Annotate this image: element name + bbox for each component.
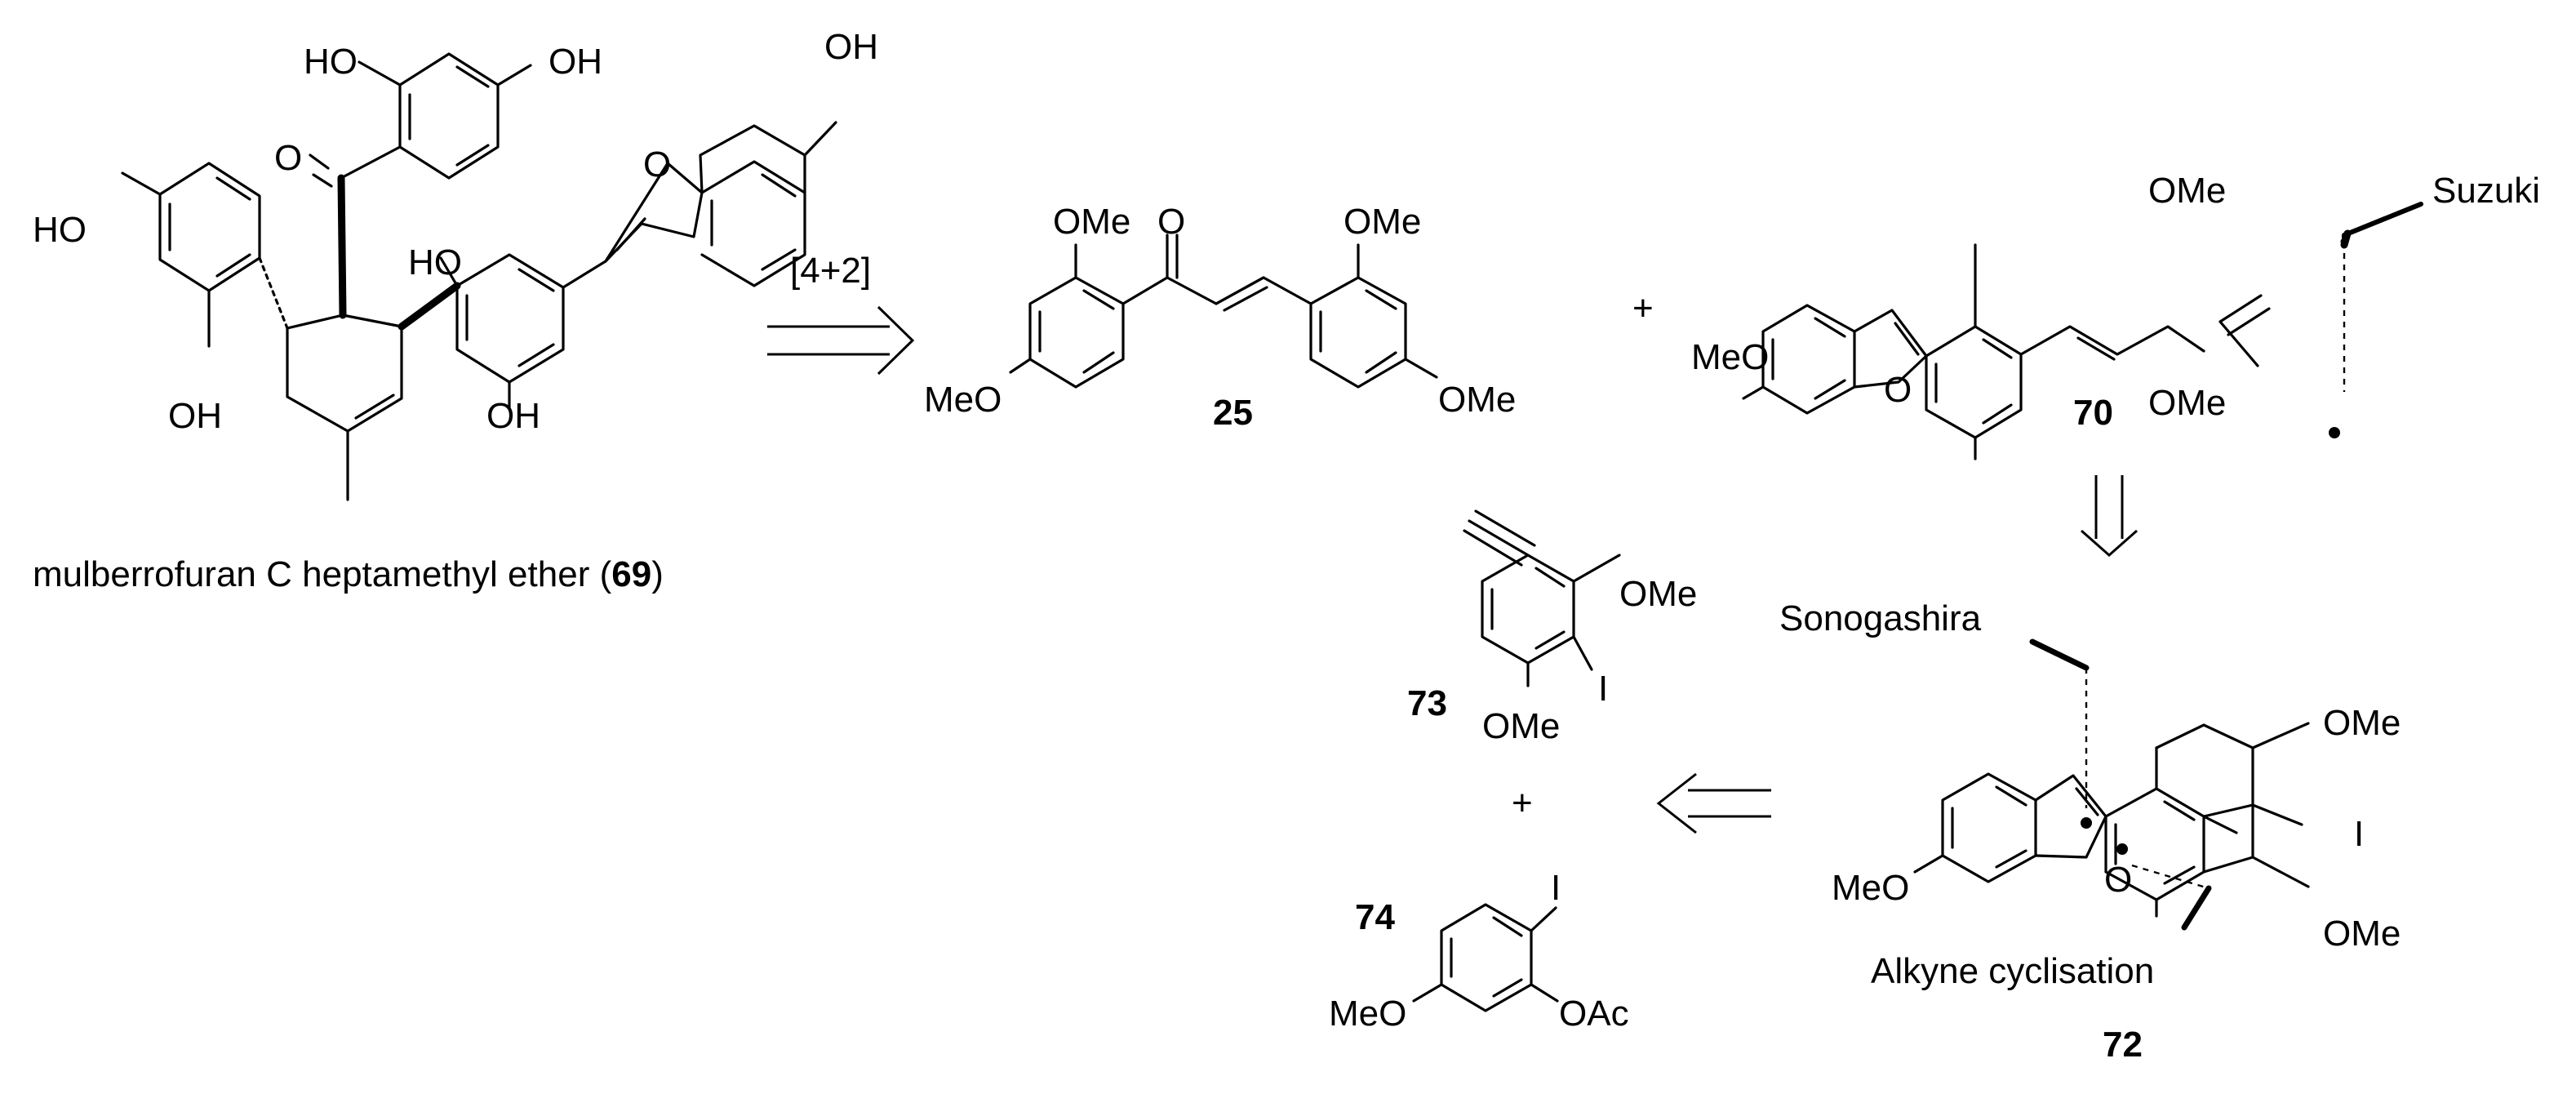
compound-74: I MeO OAc 74 — [1329, 868, 1629, 1034]
compound-72-substituent-bonds — [2155, 722, 2310, 888]
compound-70-label-meo: MeO — [1691, 337, 1769, 377]
compound-25-label-ome-2: OMe — [1344, 202, 1421, 242]
compound-73-label-ome-1: OMe — [1619, 574, 1697, 614]
compound-69: HO OH OH O HO HO OH O OH OH mulberrofura… — [33, 27, 878, 594]
compound-25-label-ome-3: OMe — [1438, 380, 1516, 420]
compound-69-label-ho-1: HO — [304, 42, 358, 82]
compound-69-label-ho-3: HO — [408, 242, 462, 282]
compound-73-label-i: I — [1598, 669, 1608, 709]
compound-25-label-ome-1: OMe — [1053, 202, 1130, 242]
compound-72-label-ome-1: OMe — [2323, 703, 2401, 743]
disconnection-sonogashira: Sonogashira — [1779, 598, 1982, 638]
compound-69-bonds — [121, 52, 837, 501]
retro-arrow-down — [2081, 475, 2138, 558]
compound-25: OMe O OMe MeO OMe 25 — [924, 202, 1516, 433]
compound-72-label-meo: MeO — [1832, 868, 1909, 908]
compound-74-label-meo: MeO — [1329, 994, 1406, 1034]
compound-72-sonogashira-pointer — [2029, 638, 2090, 671]
compound-74-label-oac: OAc — [1559, 994, 1629, 1034]
compound-69-number: 69 — [611, 554, 651, 594]
compound-72-alkyne-pointer — [2181, 885, 2212, 931]
arrow-4-2-label: [4+2] — [790, 251, 871, 291]
compound-70-label-ome-2: OMe — [2148, 383, 2226, 423]
compound-72-label-ome-2: OMe — [2323, 914, 2401, 954]
compound-25-number: 25 — [1213, 393, 1253, 433]
plus-sign-2: + — [1512, 783, 1533, 823]
compound-74-label-i: I — [1551, 868, 1561, 908]
retro-arrow-left — [1656, 772, 1771, 834]
compound-72-radical-dot-2 — [2116, 843, 2128, 855]
compound-69-label-oh-4: OH — [486, 396, 540, 436]
retro-arrow-4-2: [4+2] — [767, 251, 915, 376]
compound-69-name: mulberrofuran C heptamethyl ether ( — [33, 554, 612, 594]
compound-69-bold-bond — [337, 174, 347, 319]
compound-72-radical-dot-1 — [2081, 817, 2092, 829]
compound-69-label-ho-2: HO — [33, 210, 87, 250]
plus-sign-1: + — [1632, 288, 1654, 328]
compound-72-label-i: I — [2354, 814, 2364, 854]
compound-70-label-ome-1: OMe — [2148, 171, 2226, 211]
compound-70-label-o: O — [1884, 370, 1912, 410]
compound-72-alkyne-dashed-line — [2131, 864, 2210, 890]
compound-69-caption: mulberrofuran C heptamethyl ether (69) — [33, 554, 664, 594]
disconnection-alkyne-cyclisation: Alkyne cyclisation — [1871, 951, 2154, 991]
compound-73: OMe I OMe 73 — [1407, 509, 1697, 746]
compound-73-number: 73 — [1407, 683, 1447, 723]
disconnection-suzuki: Suzuki — [2432, 171, 2540, 211]
compound-69-label-oh-1: OH — [549, 42, 602, 82]
compound-70-radical-dot — [2329, 427, 2340, 438]
compound-69-name-close: ) — [651, 554, 664, 594]
compound-69-bond — [286, 314, 403, 330]
compound-72-label-o: O — [2104, 860, 2132, 900]
compound-25-label-meo: MeO — [924, 380, 1002, 420]
compound-70-number: 70 — [2073, 393, 2113, 433]
compound-74-number: 74 — [1355, 897, 1395, 937]
compound-70: OMe MeO O OMe 70 Suzuki — [1691, 171, 2540, 460]
compound-72: OMe I MeO O OMe 72 Sonogashira Alkyne cy… — [1779, 598, 2401, 1065]
compound-69-label-o-ketone: O — [274, 138, 302, 178]
compound-70-suzuki-pointer — [2342, 202, 2423, 244]
compound-69-label-oh-2: OH — [824, 27, 878, 67]
compound-72-bonds — [1913, 746, 2238, 918]
compound-73-bonds — [1463, 509, 1621, 687]
compound-72-number: 72 — [2103, 1025, 2143, 1065]
compound-25-bonds — [1009, 233, 1438, 389]
compound-69-label-o-furan: O — [643, 145, 671, 185]
compound-70-bonds — [1742, 243, 2271, 460]
compound-73-label-ome-2: OMe — [1482, 706, 1560, 746]
compound-69-label-oh-3: OH — [168, 396, 222, 436]
compound-25-label-o: O — [1157, 202, 1185, 242]
compound-74-bonds — [1412, 903, 1559, 1012]
compound-69-bold-bond — [398, 282, 461, 331]
